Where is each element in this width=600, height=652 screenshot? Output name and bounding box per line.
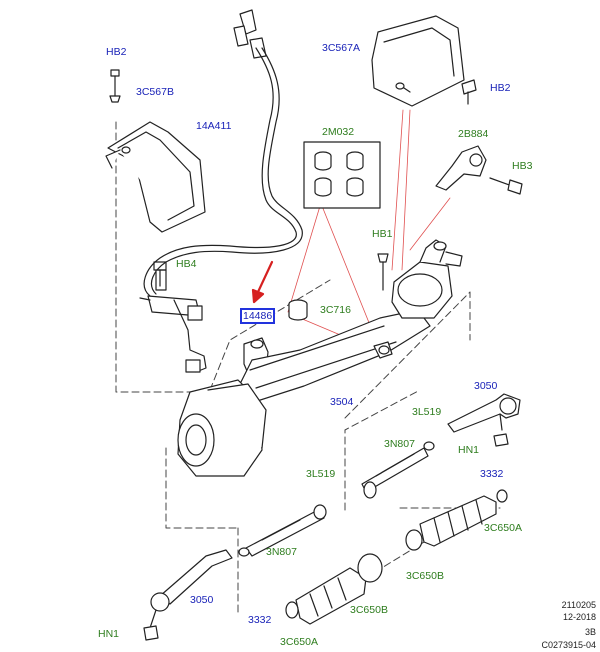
bolt-hb2-left bbox=[109, 69, 121, 103]
bushings-2m032 bbox=[303, 141, 381, 209]
label-3c650b-left: 3C650B bbox=[350, 604, 388, 616]
inner-tie-rod-3l519-left bbox=[238, 504, 327, 557]
heat-shield-3c567a bbox=[371, 15, 465, 107]
label-14a411: 14A411 bbox=[196, 120, 232, 132]
nut-hn1-left bbox=[143, 625, 159, 641]
footer-code-1: 2110205 bbox=[561, 600, 596, 610]
label-3c650b-right: 3C650B bbox=[406, 570, 444, 582]
wiring-harness-14a411 bbox=[139, 9, 303, 373]
label-hb3: HB3 bbox=[512, 160, 533, 172]
label-hb2-right: HB2 bbox=[490, 82, 511, 94]
bracket-2b884 bbox=[435, 145, 487, 191]
label-3n807-left: 3N807 bbox=[266, 546, 297, 558]
tie-rod-end-3050-right bbox=[447, 393, 521, 433]
label-hb4: HB4 bbox=[176, 258, 197, 270]
callout-arrow bbox=[251, 260, 274, 304]
steering-gear-3504 bbox=[177, 239, 463, 477]
label-3l519-right: 3L519 bbox=[412, 406, 442, 418]
label-hn1-right: HN1 bbox=[458, 444, 480, 456]
label-3050-left: 3050 bbox=[190, 594, 214, 606]
label-hn1-left: HN1 bbox=[98, 628, 120, 640]
label-3c716: 3C716 bbox=[320, 304, 351, 316]
bolt-hb1-top bbox=[377, 253, 389, 291]
label-3504: 3504 bbox=[330, 396, 354, 408]
label-3n807-right: 3N807 bbox=[384, 438, 415, 450]
label-3c650a-right: 3C650A bbox=[484, 522, 522, 534]
footer-code-2: 12-2018 bbox=[562, 612, 596, 622]
nut-hn1-right bbox=[493, 433, 509, 447]
label-14486-highlighted: 14486 bbox=[240, 308, 276, 324]
label-3c567a: 3C567A bbox=[322, 42, 360, 54]
bushing-3c716 bbox=[288, 299, 308, 321]
boot-3332-left bbox=[285, 553, 383, 625]
label-3c567b: 3C567B bbox=[136, 86, 174, 98]
heat-shield-3c567b bbox=[105, 121, 206, 233]
bolt-hb3 bbox=[489, 177, 523, 195]
label-hb1-top: HB1 bbox=[372, 228, 393, 240]
label-hb2-left: HB2 bbox=[106, 46, 127, 58]
boot-3332-right bbox=[405, 489, 508, 551]
footer-code-4: C0273915-04 bbox=[541, 640, 596, 650]
label-2m032: 2M032 bbox=[322, 126, 355, 138]
label-3332-right: 3332 bbox=[480, 468, 504, 480]
footer-code-3: 3B bbox=[584, 627, 596, 637]
label-3332-left: 3332 bbox=[248, 614, 272, 626]
label-3050-right: 3050 bbox=[474, 380, 498, 392]
label-3l519-left: 3L519 bbox=[306, 468, 336, 480]
label-3c650a-left: 3C650A bbox=[280, 636, 318, 648]
tie-rod-end-3050-left bbox=[149, 549, 233, 629]
label-2b884: 2B884 bbox=[458, 128, 489, 140]
bolt-hb2-right bbox=[461, 79, 477, 105]
inner-tie-rod-3l519-right bbox=[361, 441, 435, 499]
bolt-hb4 bbox=[153, 261, 167, 287]
